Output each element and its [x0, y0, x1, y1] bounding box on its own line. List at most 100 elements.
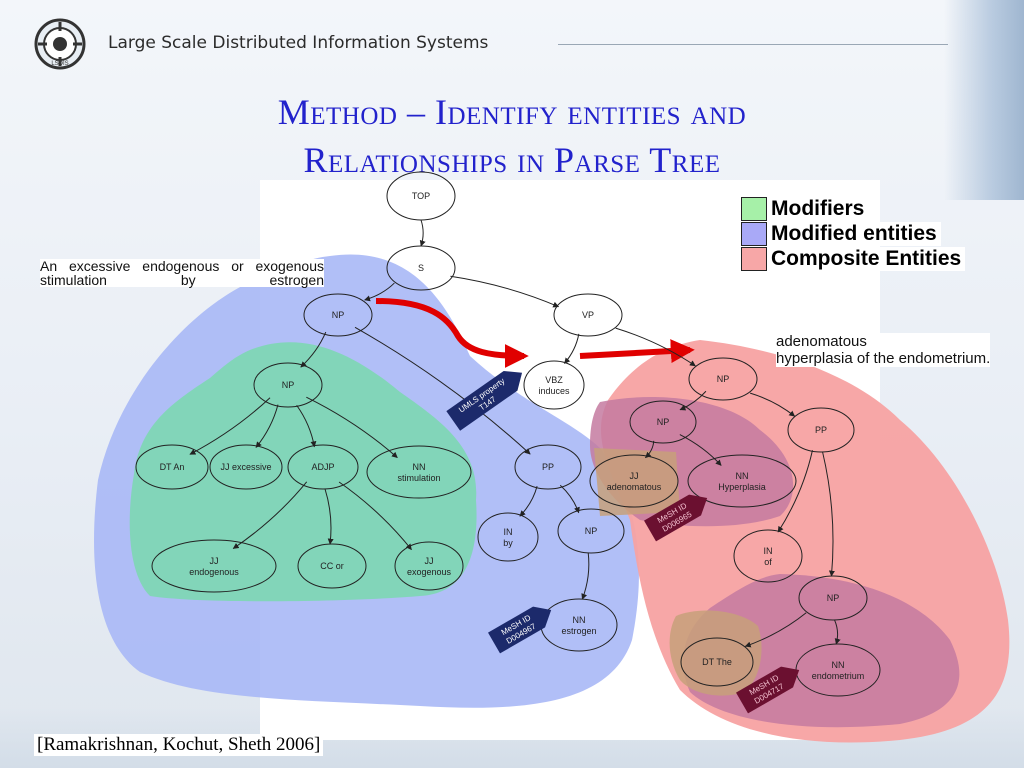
tree-node-label-jj_exc: JJ excessive [220, 462, 271, 472]
legend-swatch-modifiers [741, 196, 767, 221]
red-arrow-left [375, 298, 529, 368]
tree-node-word-vbz: induces [538, 386, 570, 396]
tree-node-word-jj_aden: adenomatous [607, 482, 662, 492]
tree-node-adjp: ADJP [287, 444, 359, 490]
tree-node-s: S [386, 245, 456, 291]
tree-node-ellipse-in_by [477, 512, 539, 562]
tree-node-label-pp1: PP [542, 462, 554, 472]
tree-edges [189, 219, 841, 648]
tree-node-label-in_of: IN [764, 546, 773, 556]
tree-node-label-np4: NP [717, 374, 730, 384]
tree-node-label-jj_endo: JJ [210, 556, 219, 566]
tree-node-ellipse-top [386, 171, 456, 221]
tree-node-pp2: PP [787, 407, 855, 453]
legend-label-modifiers: Modifiers [771, 196, 869, 221]
tree-node-label-jj_aden: JJ [630, 471, 639, 481]
mesh-tag-estrogen: MeSH ID D004967 [488, 606, 552, 654]
tree-node-ellipse-np6 [798, 575, 868, 621]
legend-item-modifiers: Modifiers [741, 196, 965, 221]
edge-np6-dt_the [744, 612, 807, 648]
logo-lettering: LSDIS [51, 61, 68, 67]
slide-title-line1: Method – Identify entities and [277, 92, 747, 132]
tree-node-label-np5: NP [657, 417, 670, 427]
tree-node-ellipse-np2 [253, 362, 323, 408]
edge-np4-np5 [679, 390, 707, 411]
edge-np2-nn_stim [306, 396, 398, 459]
slide-title-line2: Relationships in Parse Tree [303, 140, 721, 180]
tree-node-ellipse-nn_stim [366, 445, 472, 499]
edge-np1-np2 [300, 331, 327, 368]
header-rule [558, 44, 948, 45]
tree-node-word-nn_stim: stimulation [397, 473, 440, 483]
edge-np4-pp2 [749, 392, 796, 417]
edge-top-s [419, 219, 426, 247]
source-phrase-right-line2: hyperplasia of the endometrium. [776, 350, 991, 367]
edge-np2-adjp [296, 404, 317, 448]
tree-node-ellipse-cc_or [297, 543, 367, 589]
tree-node-ellipse-np1 [303, 293, 373, 337]
lsdis-logo-icon: LSDIS [34, 18, 86, 70]
tree-node-word-jj_endo: endogenous [189, 567, 239, 577]
tree-node-word-nn_estr: estrogen [561, 626, 596, 636]
tree-node-jj_exc: JJ excessive [209, 444, 283, 490]
edge-pp2-np6 [822, 451, 835, 577]
organization-name: Large Scale Distributed Information Syst… [108, 33, 489, 53]
tree-node-ellipse-jj_aden [589, 454, 679, 508]
edge-s-vp [450, 275, 560, 308]
source-phrase-right: adenomatous hyperplasia of the endometri… [776, 333, 991, 367]
tree-node-label-vbz: VBZ [545, 375, 563, 385]
tree-node-word-jj_exo: exogenous [407, 567, 452, 577]
legend-swatch-composite-entities [741, 246, 767, 271]
tree-node-ellipse-in_of [733, 529, 803, 583]
tree-node-label-nn_estr: NN [573, 615, 586, 625]
tree-node-np5: NP [629, 400, 697, 444]
tree-node-label-adjp: ADJP [311, 462, 334, 472]
tree-node-pp1: PP [514, 444, 582, 490]
tree-node-label-nn_stim: NN [413, 462, 426, 472]
tree-node-ellipse-jj_exo [394, 541, 464, 591]
legend-item-composite-entities: Composite Entities [741, 246, 966, 271]
tree-node-ellipse-dt_the [680, 637, 754, 687]
tree-node-label-np6: NP [827, 593, 840, 603]
tree-node-np6: NP [798, 575, 868, 621]
tree-node-label-in_by: IN [504, 527, 513, 537]
edge-np5-nn_hyp [679, 434, 722, 466]
tree-node-ellipse-np4 [688, 357, 758, 401]
tree-node-ellipse-vbz [523, 360, 585, 410]
tree-node-dt_an: DT An [135, 444, 209, 490]
tree-node-word-nn_hyp: Hyperplasia [718, 482, 766, 492]
tree-node-top: TOP [386, 171, 456, 221]
tree-node-ellipse-nn_hyp [687, 454, 797, 508]
edge-pp1-in_by [519, 485, 538, 517]
legend: Modifiers Modified entities Composite En… [741, 196, 966, 271]
legend-item-modified-entities: Modified entities [741, 221, 965, 246]
tree-node-ellipse-pp2 [787, 407, 855, 453]
tree-node-dt_the: DT The [680, 637, 754, 687]
modifier-overlay-the [669, 610, 762, 696]
edge-vp-vbz [564, 333, 580, 364]
tree-node-ellipse-np5 [629, 400, 697, 444]
tree-node-label-vp: VP [582, 310, 594, 320]
tree-node-ellipse-jj_exc [209, 444, 283, 490]
tree-node-label-dt_an: DT An [160, 462, 185, 472]
tree-node-label-top: TOP [412, 191, 430, 201]
edge-np1-pp1 [354, 326, 531, 455]
legend-label-modified-entities: Modified entities [771, 221, 941, 246]
tree-node-word-nn_endo: endometrium [812, 671, 865, 681]
tree-node-word-in_by: by [503, 538, 513, 548]
edge-np2-jj_exc [255, 404, 279, 448]
tree-node-label-np1: NP [332, 310, 345, 320]
edge-np2-dt_an [189, 397, 271, 455]
tree-node-np1: NP [303, 293, 373, 337]
tree-node-np3: NP [557, 508, 625, 554]
tree-node-label-pp2: PP [815, 425, 827, 435]
edge-np6-nn_endo [834, 619, 841, 645]
modifier-region [129, 342, 477, 602]
